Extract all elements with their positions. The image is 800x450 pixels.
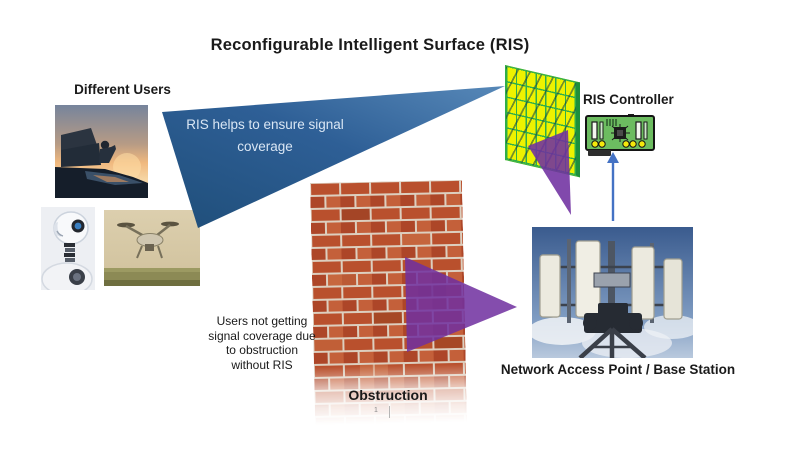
slide-number-divider bbox=[389, 406, 390, 418]
cell-tower-photo bbox=[532, 227, 693, 358]
robot-photo bbox=[41, 207, 95, 290]
ris-panel-icon bbox=[505, 65, 580, 178]
blocked-signal-annotation: Users not getting signal coverage due to… bbox=[208, 314, 316, 372]
base-station-label: Network Access Point / Base Station bbox=[500, 362, 736, 377]
car-silhouette bbox=[55, 167, 148, 198]
robot-eye bbox=[74, 222, 82, 230]
person-silhouette bbox=[100, 140, 110, 150]
slide-number: 1 bbox=[374, 407, 378, 414]
obstruction-label: Obstruction bbox=[348, 387, 428, 403]
person-on-car-photo bbox=[55, 105, 148, 198]
different-users-label: Different Users bbox=[74, 82, 171, 97]
circuit-board-icon bbox=[585, 114, 655, 156]
ris-controller-label: RIS Controller bbox=[583, 92, 674, 107]
beam-annotation: RIS helps to ensure signal coverage bbox=[186, 117, 344, 154]
drone-photo bbox=[104, 210, 200, 286]
page-title: Reconfigurable Intelligent Surface (RIS) bbox=[210, 36, 530, 54]
tower-structure bbox=[539, 239, 683, 358]
